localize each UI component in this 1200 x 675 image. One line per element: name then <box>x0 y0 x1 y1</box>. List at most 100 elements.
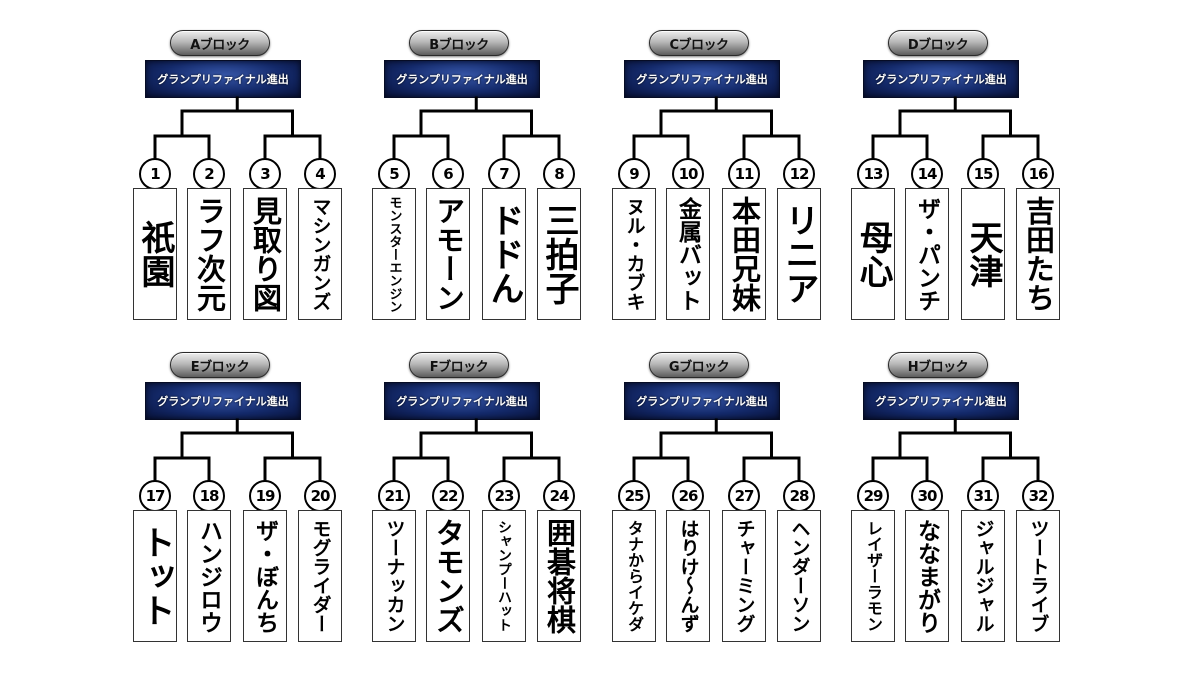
entrant-name-box: ヌル・カブキ <box>612 188 656 320</box>
entrant-name-box: アモーン <box>426 188 470 320</box>
entrant-name: 囲碁将棋 <box>542 518 577 634</box>
block-label: Cブロック <box>669 37 729 53</box>
block-label-pill: Eブロック <box>170 352 270 378</box>
final-advance-label: グランプリファイナル進出 <box>636 395 768 408</box>
entrant-name-box: チャーミング <box>722 510 766 642</box>
seed-number: 6 <box>432 158 464 190</box>
entrant-name-box: タナからイケダ <box>612 510 656 642</box>
seed-number: 10 <box>672 158 704 190</box>
seed-number: 16 <box>1022 158 1054 190</box>
entrant-name-box: モンスターエンジン <box>372 188 416 320</box>
entrant-name: 金属バット <box>674 196 702 312</box>
final-advance-label: グランプリファイナル進出 <box>396 395 528 408</box>
entrant-name: 本田兄妹 <box>727 196 762 312</box>
entrant-name: ラフ次元 <box>192 196 227 312</box>
block-label-pill: Hブロック <box>888 352 988 378</box>
seed-number: 14 <box>911 158 943 190</box>
entrant-name-box: モグライダー <box>298 510 342 642</box>
seed-number: 8 <box>543 158 575 190</box>
seed-number: 30 <box>911 480 943 512</box>
seed-number: 32 <box>1022 480 1054 512</box>
entrant-name: はりけ〜んず <box>677 519 700 633</box>
entrant-name-box: 吉田たち <box>1016 188 1060 320</box>
final-advance-banner: グランプリファイナル進出 <box>863 60 1019 98</box>
entrant-name-box: 金属バット <box>666 188 710 320</box>
entrant-name-box: 囲碁将棋 <box>537 510 581 642</box>
block-label-pill: Fブロック <box>409 352 509 378</box>
entrant-name-box: タモンズ <box>426 510 470 642</box>
final-advance-label: グランプリファイナル進出 <box>396 73 528 86</box>
seed-number: 26 <box>672 480 704 512</box>
final-advance-banner: グランプリファイナル進出 <box>624 60 780 98</box>
seed-number: 11 <box>728 158 760 190</box>
final-advance-label: グランプリファイナル進出 <box>875 73 1007 86</box>
final-advance-label: グランプリファイナル進出 <box>875 395 1007 408</box>
entrant-name-box: 祇園 <box>133 188 177 320</box>
seed-number: 28 <box>783 480 815 512</box>
entrant-name-box: はりけ〜んず <box>666 510 710 642</box>
entrant-name: モンスターエンジン <box>386 195 402 313</box>
seed-number: 22 <box>432 480 464 512</box>
bracket-lines <box>392 418 561 482</box>
entrant-name: チャーミング <box>733 519 756 633</box>
seed-number: 9 <box>618 158 650 190</box>
seed-number: 23 <box>488 480 520 512</box>
entrant-name-box: ハンジロウ <box>187 510 231 642</box>
seed-number: 4 <box>304 158 336 190</box>
entrant-name: アモーン <box>431 196 466 312</box>
seed-number: 24 <box>543 480 575 512</box>
entrant-name-box: ヘンダーソン <box>777 510 821 642</box>
block-label: Fブロック <box>429 359 489 375</box>
seed-number: 29 <box>857 480 889 512</box>
block-label: Hブロック <box>907 359 969 375</box>
block-label: Dブロック <box>907 37 969 53</box>
seed-number: 25 <box>618 480 650 512</box>
entrant-name: トット <box>135 525 175 627</box>
entrant-name: ハンジロウ <box>195 518 223 634</box>
entrant-name: ななまがり <box>913 518 941 634</box>
entrant-name: ツーナッカン <box>383 519 406 633</box>
entrant-name-box: ドドん <box>482 188 526 320</box>
final-advance-banner: グランプリファイナル進出 <box>624 382 780 420</box>
seed-number: 18 <box>193 480 225 512</box>
entrant-name: レイザーラモン <box>864 520 883 632</box>
entrant-name-box: トット <box>133 510 177 642</box>
block-label-pill: Bブロック <box>409 30 509 56</box>
seed-number: 2 <box>193 158 225 190</box>
seed-number: 5 <box>378 158 410 190</box>
bracket-lines <box>632 418 801 482</box>
bracket-lines <box>392 96 561 160</box>
entrant-name: 祇園 <box>135 220 175 288</box>
bracket-lines <box>871 418 1040 482</box>
block-label-pill: Cブロック <box>649 30 749 56</box>
entrant-name: ドドん <box>484 203 524 305</box>
entrant-name: 見取り図 <box>248 196 283 312</box>
block-label: Aブロック <box>190 37 250 53</box>
entrant-name-box: ツートライブ <box>1016 510 1060 642</box>
entrant-name-box: ザ・パンチ <box>905 188 949 320</box>
final-advance-banner: グランプリファイナル進出 <box>145 382 301 420</box>
seed-number: 13 <box>857 158 889 190</box>
entrant-name: シャンプーハット <box>496 520 512 632</box>
bracket-lines <box>871 96 1040 160</box>
seed-number: 19 <box>249 480 281 512</box>
entrant-name-box: ラフ次元 <box>187 188 231 320</box>
seed-number: 17 <box>139 480 171 512</box>
entrant-name-box: ジャルジャル <box>961 510 1005 642</box>
bracket-lines <box>153 96 322 160</box>
entrant-name-box: 本田兄妹 <box>722 188 766 320</box>
final-advance-label: グランプリファイナル進出 <box>157 73 289 86</box>
entrant-name: タナからイケダ <box>625 520 644 632</box>
block-label: Bブロック <box>429 37 489 53</box>
entrant-name-box: ザ・ぼんち <box>243 510 287 642</box>
entrant-name: 三拍子 <box>539 203 579 305</box>
entrant-name: ザ・ぼんち <box>251 518 279 634</box>
entrant-name-box: 天津 <box>961 188 1005 320</box>
final-advance-banner: グランプリファイナル進出 <box>384 60 540 98</box>
bracket-lines <box>632 96 801 160</box>
entrant-name: ヌル・カブキ <box>623 197 646 311</box>
